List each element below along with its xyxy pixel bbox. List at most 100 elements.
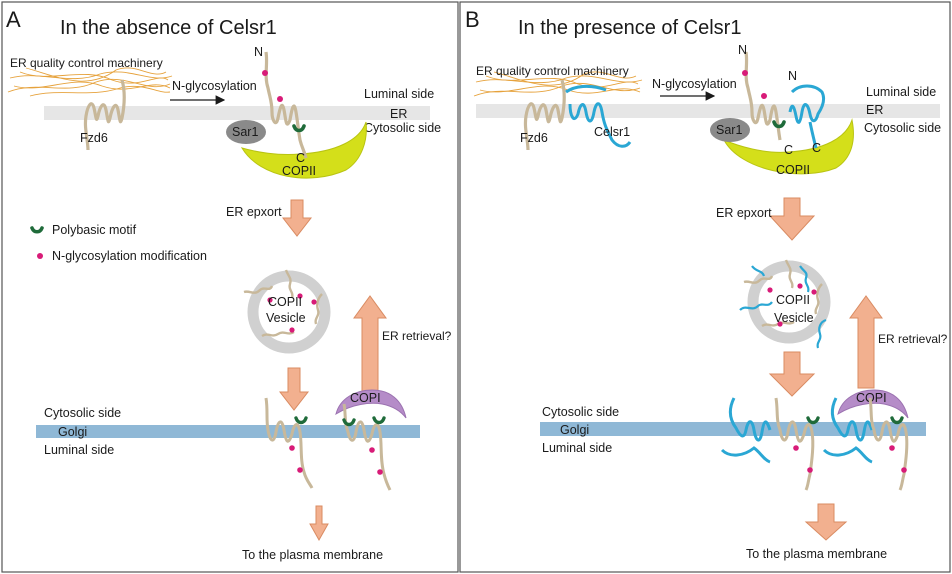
vesicle-label-1: COPII: [776, 293, 810, 307]
sar1-label: Sar1: [716, 123, 742, 137]
panel-b-letter: B: [465, 7, 480, 32]
to-pm-arrow: [804, 503, 848, 541]
n-terminus-label-1: N: [738, 43, 747, 57]
golgi-celsr1-proteins: [720, 397, 874, 464]
polybasic-motif: [890, 416, 904, 425]
to-golgi-arrow: [768, 351, 816, 397]
golgi-label: Golgi: [560, 423, 589, 437]
glyco-site: [289, 327, 295, 333]
er-export-arrow: [768, 197, 816, 241]
glyco-site: [267, 297, 273, 303]
fzd6-protein-er: [83, 79, 126, 151]
glyco-site: [889, 445, 895, 451]
glyco-site: [742, 70, 748, 76]
legend-polybasic-label: Polybasic motif: [52, 223, 137, 237]
er-cytosolic-label: Cytosolic side: [364, 121, 441, 135]
glyco-site: [811, 289, 817, 295]
er-label: ER: [866, 103, 883, 117]
er-export-label: ER epxort: [716, 206, 772, 220]
golgi-luminal-label: Luminal side: [542, 441, 612, 455]
glyco-site: [761, 93, 767, 99]
copii-label: COPII: [282, 164, 316, 178]
n-glycosylation-label: N-glycosylation: [172, 79, 257, 93]
celsr1-label: Celsr1: [594, 125, 630, 139]
er-export-arrow: [281, 199, 313, 237]
c-terminus-label-2: C: [812, 141, 821, 155]
er-qc-machinery: [473, 71, 643, 97]
er-qc-label: ER quality control machinery: [476, 64, 629, 78]
polybasic-legend-icon: [30, 226, 44, 234]
vesicle-fzd6-proteins: [243, 269, 323, 338]
n-glycosylation-label: N-glycosylation: [652, 77, 737, 91]
sar1-protein: [710, 118, 750, 142]
polybasic-motif: [772, 120, 786, 129]
glyco-legend-icon: [37, 253, 43, 259]
er-cytosolic-label: Cytosolic side: [864, 121, 941, 135]
golgi-membrane: [36, 425, 420, 438]
copi-coat: [335, 389, 407, 419]
vesicle-label-2: Vesicle: [266, 311, 306, 325]
polybasic-motif: [342, 418, 356, 427]
er-retrieval-arrow: [353, 295, 387, 397]
vesicle-celsr1-proteins: [739, 265, 827, 349]
polybasic-motif: [294, 416, 308, 425]
copii-label: COPII: [776, 163, 810, 177]
n-terminus-label: N: [254, 45, 263, 59]
n-terminus-label-2: N: [788, 69, 797, 83]
panel-a-letter: A: [6, 7, 21, 32]
polybasic-motif: [372, 416, 386, 425]
legend-nglyco-label: N-glycosylation modification: [52, 249, 207, 263]
sar1-label: Sar1: [232, 125, 258, 139]
panel-b-title: In the presence of Celsr1: [518, 17, 741, 39]
panel-a-frame: [1, 1, 459, 573]
copii-coat: [240, 121, 367, 179]
fzd6-protein-export: [744, 51, 782, 141]
golgi-membrane: [540, 422, 926, 436]
golgi-cytosolic-label: Cytosolic side: [542, 405, 619, 419]
panel-b-frame: [459, 1, 951, 573]
er-retrieval-label: ER retrieval?: [878, 332, 948, 346]
glyco-site: [767, 287, 773, 293]
golgi-luminal-label: Luminal side: [44, 443, 114, 457]
glyco-site: [777, 321, 783, 327]
to-pm-label: To the plasma membrane: [242, 548, 383, 562]
vesicle-label-1: COPII: [268, 295, 302, 309]
golgi-cytosolic-label: Cytosolic side: [44, 406, 121, 420]
copi-label: COPI: [350, 391, 381, 405]
polybasic-motif: [292, 124, 306, 133]
glyco-site: [277, 96, 283, 102]
c-terminus-label: C: [296, 151, 305, 165]
sar1-protein: [226, 120, 266, 144]
glyco-site: [297, 293, 303, 299]
er-qc-machinery: [7, 67, 173, 97]
fzd6-label: Fzd6: [520, 131, 548, 145]
glyco-site: [262, 70, 268, 76]
celsr1-protein-export: [788, 84, 826, 149]
glyco-site: [289, 445, 295, 451]
panel-a: A In the absence of Celsr1 Luminal side …: [1, 1, 459, 573]
er-export-label: ER epxort: [226, 205, 282, 219]
fzd6-protein-er: [523, 79, 566, 151]
copii-coat: [722, 118, 854, 175]
fzd6-label: Fzd6: [80, 131, 108, 145]
er-luminal-label: Luminal side: [866, 85, 936, 99]
glyco-site: [369, 447, 375, 453]
glyco-site: [377, 469, 383, 475]
er-label: ER: [390, 107, 407, 121]
golgi-fzd6-proteins: [264, 397, 392, 491]
celsr1-protein-er: [565, 84, 632, 148]
c-terminus-label-1: C: [784, 143, 793, 157]
er-luminal-label: Luminal side: [364, 87, 434, 101]
glyco-site: [297, 467, 303, 473]
glyco-site: [793, 445, 799, 451]
panel-b: B In the presence of Celsr1 Luminal side…: [459, 1, 951, 573]
fzd6-protein-export: [264, 51, 308, 159]
to-golgi-arrow: [278, 367, 310, 411]
glyco-site: [311, 299, 317, 305]
glyco-site: [797, 283, 803, 289]
vesicle-label-2: Vesicle: [774, 311, 814, 325]
polybasic-motif: [806, 416, 820, 425]
er-membrane: [44, 106, 430, 120]
er-retrieval-label: ER retrieval?: [382, 329, 452, 343]
